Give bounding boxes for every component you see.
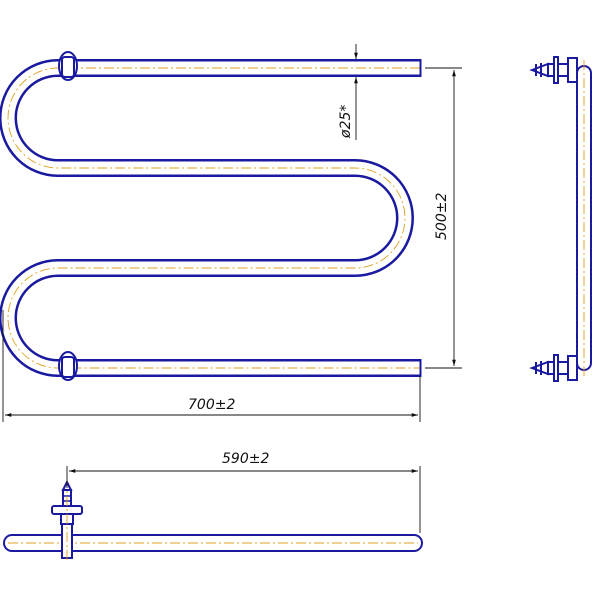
mount-flange-top	[58, 51, 78, 81]
front-view: ø25* 500±2 700±2	[0, 44, 462, 422]
side-bracket-top	[529, 56, 578, 84]
diameter-label: ø25*	[338, 105, 354, 139]
height-dimension: 500±2	[425, 67, 462, 369]
top-view: 590±2	[3, 451, 423, 560]
width-dimension: 700±2	[2, 310, 421, 422]
rail-tube-interior	[1, 61, 420, 375]
height-label: 500±2	[434, 193, 450, 240]
diameter-dimension: ø25*	[338, 44, 358, 140]
rail-centerline	[7, 67, 420, 369]
mount-spacing-dimension: 590±2	[66, 451, 421, 533]
width-label: 700±2	[188, 397, 235, 413]
mount-flange-bottom	[58, 351, 78, 381]
side-view	[529, 56, 592, 382]
mount-spacing-label: 590±2	[222, 451, 269, 467]
side-bracket-bottom	[529, 354, 578, 382]
rail-tube-outline	[0, 59, 420, 377]
